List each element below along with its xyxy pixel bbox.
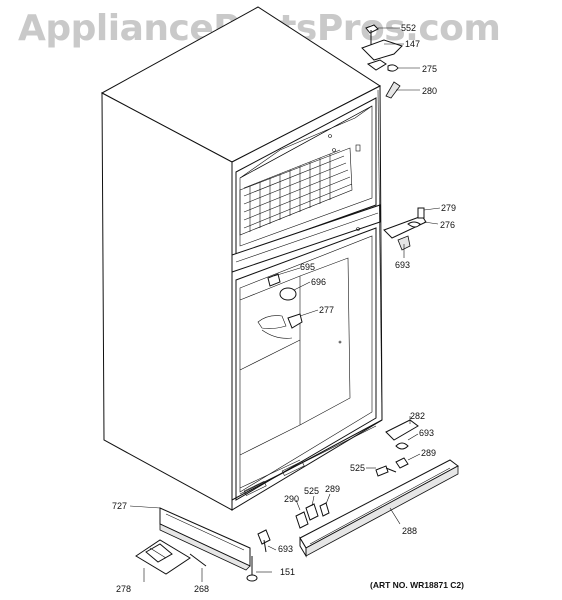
top-hinge-parts [361, 24, 403, 99]
part-label-276: 276 [440, 220, 455, 230]
leveling-parts [246, 529, 271, 582]
grille [159, 507, 251, 571]
part-label-727: 727 [112, 501, 127, 511]
part-label-693-lower: 693 [278, 544, 293, 554]
part-label-277: 277 [319, 305, 334, 315]
part-label-268: 268 [194, 584, 209, 594]
part-label-693-upper: 693 [395, 260, 410, 270]
part-label-693-middle: 693 [419, 428, 434, 438]
part-labels: 552 147 275 280 279 276 693 695 696 277 … [112, 23, 456, 594]
part-label-279: 279 [441, 203, 456, 213]
roller-rail [299, 459, 459, 558]
roller-bracket [135, 539, 207, 575]
bottom-hinge-parts [375, 419, 419, 477]
part-label-525-left: 525 [304, 486, 319, 496]
art-number: (ART NO. WR18871 C2) [370, 580, 464, 590]
part-label-151: 151 [280, 567, 295, 577]
leader-lines [129, 27, 441, 582]
part-label-696: 696 [311, 277, 326, 287]
part-label-282: 282 [410, 411, 425, 421]
part-label-552: 552 [401, 23, 416, 33]
rollers [295, 502, 330, 529]
part-label-695: 695 [300, 262, 315, 272]
part-label-290: 290 [284, 494, 299, 504]
freezer-shelf-ribs [243, 149, 353, 232]
part-label-280: 280 [422, 86, 437, 96]
part-label-289-left: 289 [325, 484, 340, 494]
part-label-288: 288 [402, 526, 417, 536]
part-label-278: 278 [116, 584, 131, 594]
part-label-275: 275 [422, 64, 437, 74]
part-label-289-right: 289 [421, 448, 436, 458]
part-label-147: 147 [405, 39, 420, 49]
cabinet [100, 6, 383, 511]
shelf-stop-parts [267, 273, 303, 329]
center-hinge-parts [383, 207, 427, 251]
part-label-525-right: 525 [350, 463, 365, 473]
